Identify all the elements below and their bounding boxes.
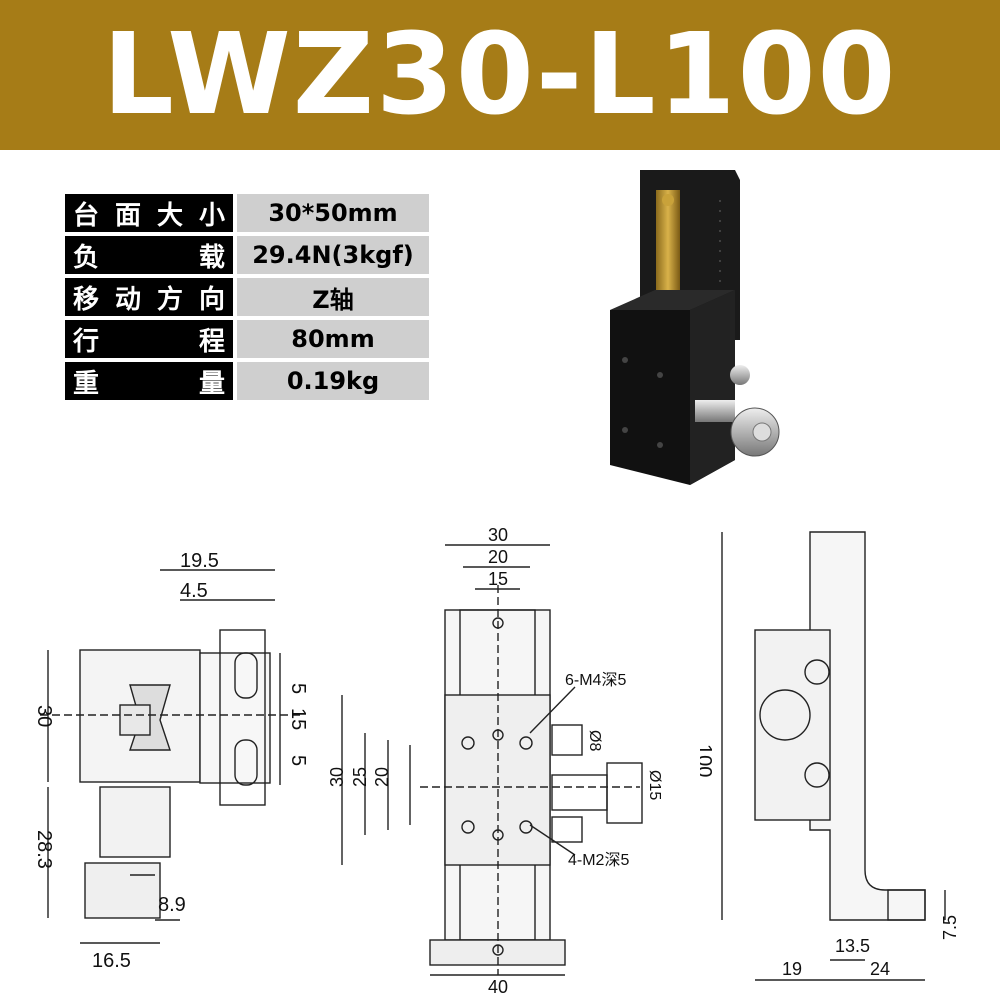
product-title: LWZ30-L100 bbox=[102, 10, 898, 140]
dim-label: 15 bbox=[488, 569, 508, 589]
dim-label: 16.5 bbox=[92, 950, 131, 972]
dim-label: 15 bbox=[287, 708, 309, 730]
thread-note: 6-M4深5 bbox=[565, 671, 626, 689]
dim-label: 20 bbox=[372, 767, 392, 787]
dim-label: 100 bbox=[700, 744, 715, 777]
spec-row: 台面大小 30*50mm bbox=[65, 194, 429, 232]
spec-value: 0.19kg bbox=[233, 362, 429, 400]
dim-label: 30 bbox=[327, 767, 347, 787]
spec-value: 30*50mm bbox=[233, 194, 429, 232]
dim-label: 20 bbox=[488, 547, 508, 567]
spec-value: 29.4N(3kgf) bbox=[233, 236, 429, 274]
product-photo bbox=[610, 170, 780, 485]
title-banner bbox=[0, 0, 1000, 150]
spec-row: 重量 0.19kg bbox=[65, 362, 429, 400]
dim-label: 19.5 bbox=[180, 550, 219, 572]
side-view-drawing: 19.5 4.5 5 15 5 30 28.3 8.9 16.5 bbox=[33, 550, 309, 972]
spec-value: 80mm bbox=[233, 320, 429, 358]
dim-label: 5 bbox=[287, 755, 309, 766]
spec-label: 重量 bbox=[65, 362, 233, 400]
spec-label: 负载 bbox=[65, 236, 233, 274]
spec-row: 行程 80mm bbox=[65, 320, 429, 358]
spec-row: 负载 29.4N(3kgf) bbox=[65, 236, 429, 274]
dim-label: 5 bbox=[287, 683, 309, 694]
dim-label: Ø15 bbox=[646, 770, 663, 800]
dim-label: 28.3 bbox=[33, 830, 55, 869]
spec-label: 行程 bbox=[65, 320, 233, 358]
dim-label: 13.5 bbox=[835, 936, 870, 956]
dim-label: 30 bbox=[33, 705, 55, 727]
dim-label: 25 bbox=[350, 767, 370, 787]
dim-label: Ø8 bbox=[586, 730, 603, 751]
top-view-drawing: 30 20 15 50 30 25 20 40 6-M4深5 4-M2深5 Ø8… bbox=[320, 525, 663, 995]
spec-row: 移动方向 Z轴 bbox=[65, 278, 429, 316]
dim-label: 19 bbox=[782, 959, 802, 979]
dim-label: 8.9 bbox=[158, 894, 186, 916]
dim-label: 7.5 bbox=[940, 915, 960, 940]
dim-label: 30 bbox=[488, 525, 508, 545]
spec-table: 台面大小 30*50mm 负载 29.4N(3kgf) 移动方向 Z轴 行程 8… bbox=[65, 190, 429, 404]
spec-label: 移动方向 bbox=[65, 278, 233, 316]
dim-label: 40 bbox=[488, 977, 508, 995]
front-view-drawing: 100 13.5 19 24 7.5 bbox=[700, 531, 960, 981]
spec-label: 台面大小 bbox=[65, 194, 233, 232]
dim-label: 24 bbox=[870, 959, 890, 979]
thread-note: 4-M2深5 bbox=[568, 851, 629, 869]
dim-label: 4.5 bbox=[180, 580, 208, 602]
spec-value: Z轴 bbox=[233, 278, 429, 316]
dim-label: 50 bbox=[320, 767, 322, 787]
